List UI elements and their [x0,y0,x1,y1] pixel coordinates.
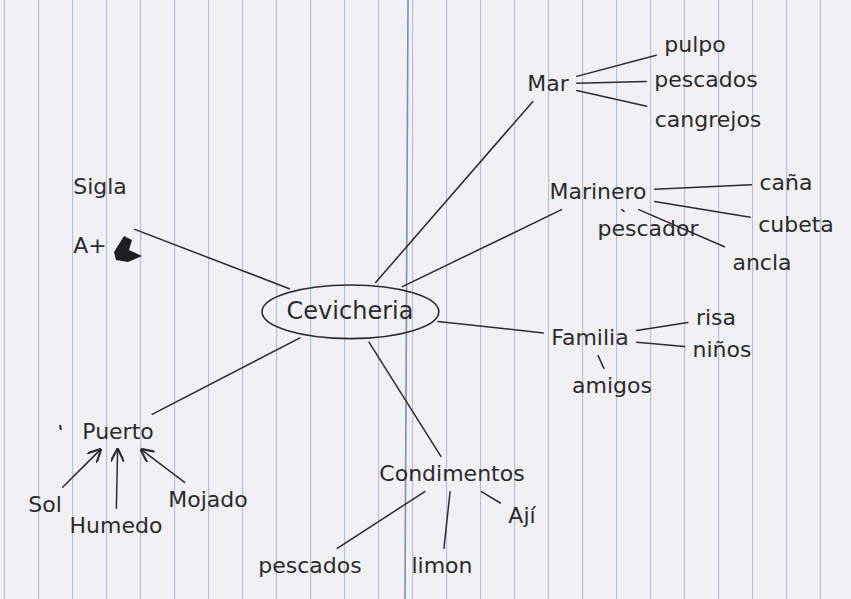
branch-text: Puerto [82,419,154,444]
branch-line [577,82,647,84]
ellipse-outline [262,285,439,339]
branch-text: ancla [732,250,791,275]
branch-line [141,450,184,483]
branch-line [438,322,543,333]
branch-line [369,342,441,456]
branch-topic: Puerto [77,417,159,446]
branch-line [63,450,101,488]
branch-line [376,102,533,283]
branch-topic: amigos [567,371,657,400]
branch-text: pescados [654,67,757,92]
branch-text: pulpo [664,32,725,57]
branch-text: pescados [258,553,361,578]
branch-text: Marinero [549,179,646,204]
branch-topic: cubeta [753,210,839,239]
branch-line [655,185,752,190]
branch-topic: Ají [503,501,540,530]
branch-text: Mar [527,71,569,96]
branch-text: amigos [572,373,652,398]
ink-blot [114,236,142,262]
branch-line [116,450,117,509]
branch-text: limon [411,553,472,578]
branch-topic: pescados [649,65,762,94]
branch-topic: niños [688,335,757,364]
branch-text: Sol [28,492,62,517]
branch-text: cangrejos [655,107,762,132]
branch-text: niños [693,337,752,362]
branch-text: Sigla [73,174,127,199]
branch-text: Condimentos [379,461,524,486]
branch-topic: ancla [727,248,796,277]
branch-line [337,492,425,549]
branch-line [637,342,685,346]
branch-topic: caña [754,168,817,197]
branch-line [577,55,657,76]
branch-text: Familia [551,325,628,350]
branch-topic: Mar [522,69,574,98]
branch-topic: risa [691,303,741,332]
branch-text: cubeta [758,212,834,237]
branch-text: pescador [597,216,698,241]
branch-topic: Marinero [544,177,651,206]
branch-text: Mojado [168,487,247,512]
branch-topic: limon [406,551,477,580]
branch-line [655,201,751,217]
branch-text: A+ [73,233,127,258]
branch-line [637,322,688,330]
branch-line [622,210,624,212]
branch-topic: pulpo [659,30,730,59]
branch-text: caña [759,170,812,195]
branch-text: Humedo [70,513,163,538]
branch-topic: SiglaA+ [68,172,132,261]
branch-topic: Condimentos [374,459,529,488]
branch-line [481,492,500,503]
branch-topic: Sol [23,490,67,519]
branch-line [598,356,604,369]
branch-topic: Familia [546,323,633,352]
branch-topic: Humedo [65,511,168,540]
branch-line [577,90,647,106]
branch-line [444,492,450,549]
topic-text: Cevicheria [287,298,414,326]
branch-topic: pescador [592,214,703,243]
branch-line [135,229,290,288]
branch-topic: Mojado [163,485,252,514]
branch-line [152,338,300,414]
branch-text: Ají [508,503,535,528]
central-topic: Cevicheria [261,284,440,340]
ink-mark [60,425,61,430]
branch-topic: cangrejos [650,105,767,134]
branch-topic: pescados [253,551,366,580]
branch-line [402,210,561,287]
branch-text: risa [696,305,736,330]
